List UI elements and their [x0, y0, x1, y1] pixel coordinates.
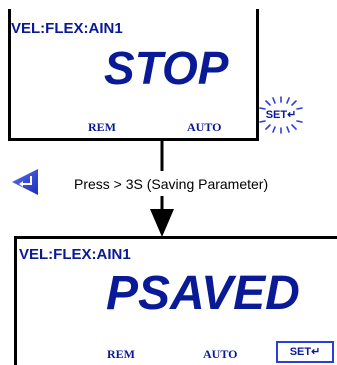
bottom-rem-label: REM [107, 347, 135, 361]
bottom-auto-label: AUTO [203, 347, 238, 361]
top-status-text: STOP [104, 42, 229, 94]
bottom-display-panel [14, 236, 337, 365]
bottom-mode-label: VEL:FLEX:AIN1 [19, 246, 131, 263]
bottom-status-text: PSAVED [106, 267, 300, 320]
top-auto-label: AUTO [187, 120, 222, 134]
top-rem-label: REM [88, 120, 116, 134]
flow-arrow [150, 139, 174, 237]
top-display-panel [8, 9, 259, 141]
set-key-top-text: SET [265, 109, 288, 121]
top-mode-label: VEL:FLEX:AIN1 [11, 20, 123, 37]
set-key-blinking-icon: SET↵ [258, 96, 304, 134]
set-key-bottom-enter-glyph: ↵ [311, 346, 321, 358]
set-key-top-enter-glyph: ↵ [287, 109, 297, 121]
set-key-icon: SET↵ [276, 341, 334, 363]
instruction-caption: Press > 3S (Saving Parameter) [74, 176, 269, 192]
set-key-bottom-text: SET [289, 346, 312, 358]
enter-key-icon [10, 167, 40, 197]
set-key-top-label: SET↵ [263, 107, 299, 123]
